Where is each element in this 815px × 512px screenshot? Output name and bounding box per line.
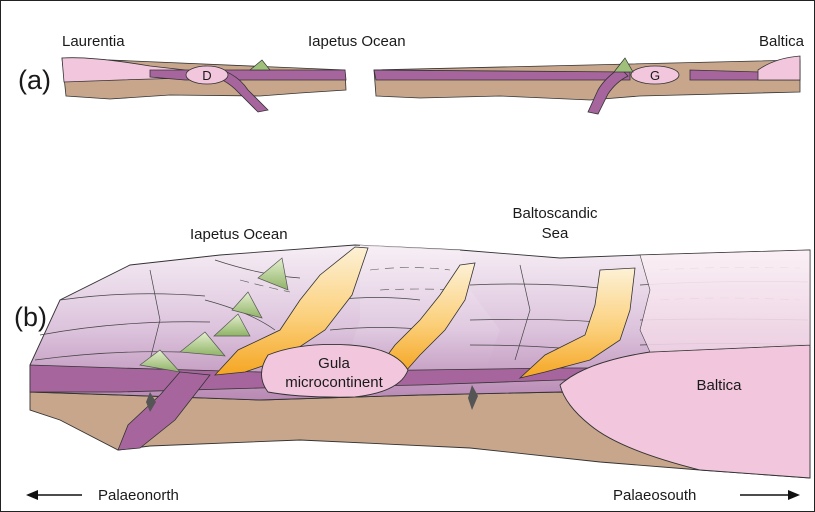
panel-a-iapetus-crust-left (150, 70, 346, 80)
panel-a-tag: (a) (18, 65, 51, 95)
palaeonorth-arrow (26, 490, 82, 500)
panel-b-gula-label-2: microcontinent (285, 374, 383, 391)
panel-a-baltica-crust (758, 56, 800, 80)
panel-b-tag: (b) (14, 302, 47, 332)
panel-a-baltica-label: Baltica (759, 33, 805, 50)
panel-b-baltica-platform (640, 250, 810, 352)
palaeosouth-arrow (740, 490, 800, 500)
panel-a-iapetus-label: Iapetus Ocean (308, 33, 406, 50)
panel-a-iapetus-crust-right (374, 70, 630, 80)
panel-a-cross-section: D G (62, 56, 800, 114)
palaeonorth-label: Palaeonorth (98, 487, 179, 504)
panel-b-gula-label-1: Gula (318, 355, 350, 372)
panel-b-baltoscandic-label-1: Baltoscandic (512, 205, 598, 222)
panel-b-block-diagram (30, 245, 810, 478)
panel-a-laurentia-label: Laurentia (62, 33, 125, 50)
panel-a-terrane-d-label: D (202, 68, 211, 83)
panel-b-baltoscandic-label-2: Sea (542, 225, 569, 242)
panel-a-arc-volcano-left (250, 60, 270, 70)
panel-a-terrane-g-label: G (650, 68, 660, 83)
panel-b-iapetus-label: Iapetus Ocean (190, 226, 288, 243)
palaeosouth-label: Palaeosouth (613, 487, 696, 504)
panel-b-baltica-label: Baltica (696, 377, 742, 394)
